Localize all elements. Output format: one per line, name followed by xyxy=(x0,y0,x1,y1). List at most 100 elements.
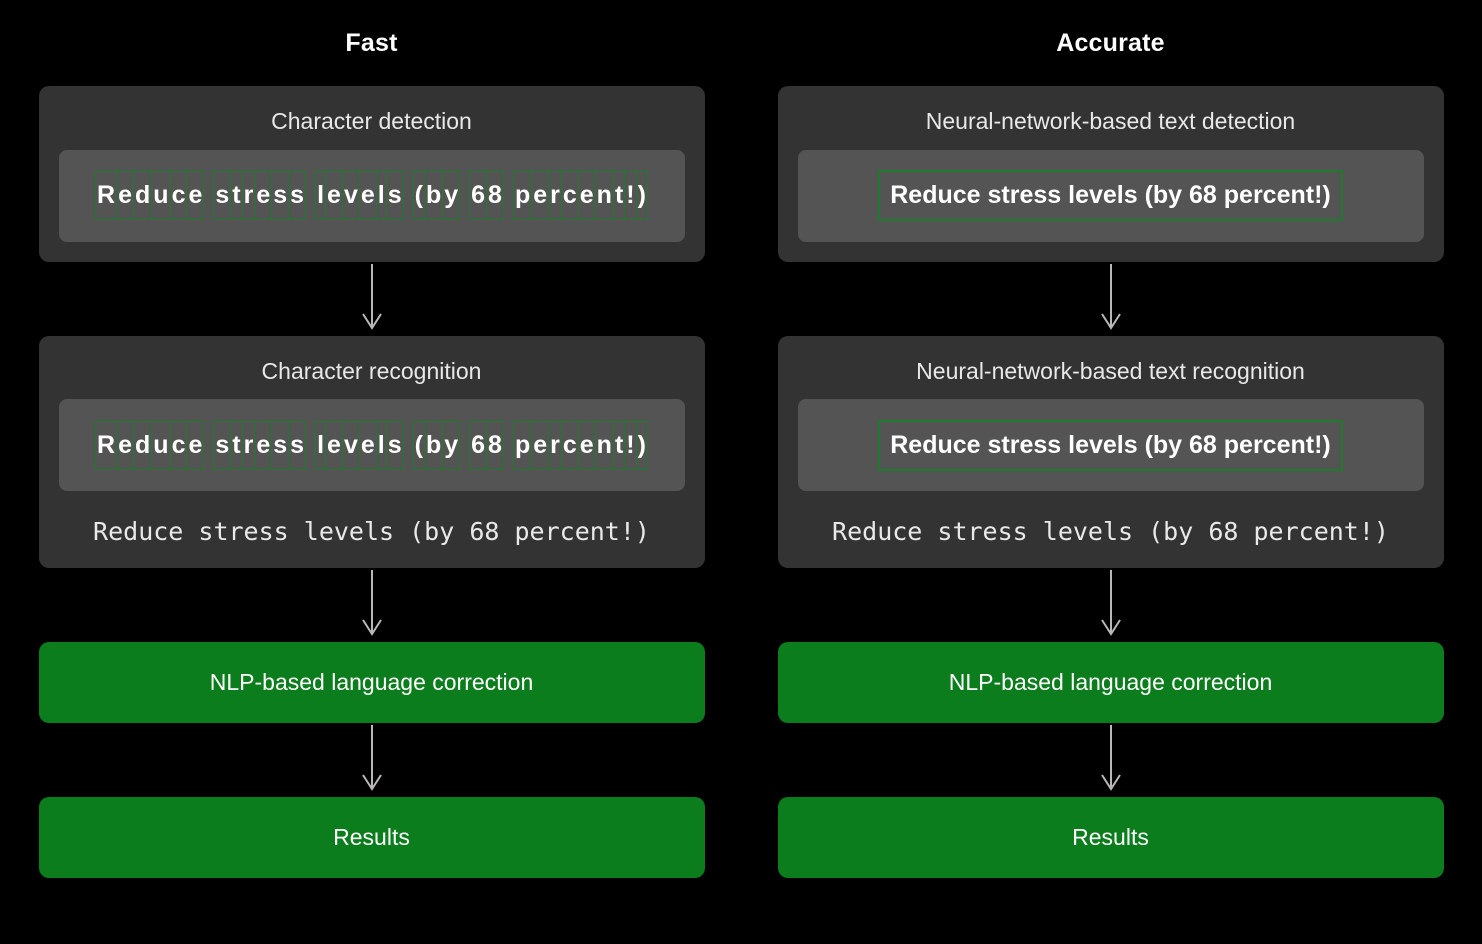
arrow-down-icon xyxy=(39,568,705,642)
character-box: u xyxy=(151,420,171,470)
character-box: e xyxy=(116,171,135,221)
pipeline-column-accurate: Accurate Neural-network-based text detec… xyxy=(777,0,1444,944)
word-gap xyxy=(204,184,213,208)
character-box: e xyxy=(325,420,343,470)
arrow-down-icon xyxy=(778,723,1444,797)
action-fast-results[interactable]: Results xyxy=(38,797,705,879)
character-box: v xyxy=(341,171,360,221)
card-accurate-recognition: Neural-network-based text recognition Re… xyxy=(777,335,1444,569)
character-box: 8 xyxy=(486,420,504,470)
column-title-fast: Fast xyxy=(345,28,398,57)
action-label: Results xyxy=(1072,824,1149,851)
character-box: r xyxy=(241,420,256,470)
ocr-overlay-accurate-detection: Reduce stress levels (by 68 percent!) xyxy=(878,170,1343,222)
card-title-accurate-recognition: Neural-network-based text recognition xyxy=(916,357,1305,384)
character-box: e xyxy=(186,171,205,221)
image-panel-accurate-detection: Reduce stress levels (by 68 percent!) xyxy=(797,149,1424,242)
card-title-fast-detection: Character detection xyxy=(271,108,472,134)
character-box: d xyxy=(133,171,153,221)
word-gap xyxy=(204,433,213,457)
character-box: c xyxy=(169,171,188,221)
character-box: ) xyxy=(635,420,648,470)
arrow-down-icon xyxy=(778,568,1444,642)
character-box: e xyxy=(531,420,550,470)
character-box: e xyxy=(358,420,377,470)
character-box: 8 xyxy=(486,171,504,221)
character-box: s xyxy=(213,420,232,470)
character-box: b xyxy=(423,420,444,470)
character-box: b xyxy=(423,171,444,221)
character-box: e xyxy=(116,420,135,470)
character-box: e xyxy=(325,171,343,221)
arrow-down-icon xyxy=(39,262,705,336)
word-gap xyxy=(404,184,413,208)
character-box: u xyxy=(151,171,171,221)
character-box: c xyxy=(560,171,579,221)
word-gap xyxy=(404,433,413,457)
character-box: s xyxy=(213,171,232,221)
word-gap xyxy=(460,184,469,208)
character-box: n xyxy=(594,420,614,470)
ocr-overlay-accurate-recognition: Reduce stress levels (by 68 percent!) xyxy=(878,419,1343,471)
character-box: R xyxy=(95,420,118,470)
character-box: 6 xyxy=(469,420,488,470)
character-box: p xyxy=(512,171,533,221)
character-box: y xyxy=(442,420,461,470)
character-box: r xyxy=(548,420,562,470)
card-title-fast-recognition: Character recognition xyxy=(261,357,482,384)
action-accurate-nlp-correction[interactable]: NLP-based language correction xyxy=(777,642,1444,724)
character-box: e xyxy=(531,171,550,221)
character-box: e xyxy=(254,171,273,221)
action-fast-nlp-correction[interactable]: NLP-based language correction xyxy=(38,642,705,724)
character-box: ) xyxy=(635,171,648,221)
action-accurate-results[interactable]: Results xyxy=(777,797,1444,879)
character-box: y xyxy=(442,171,461,221)
word-gap xyxy=(306,184,315,208)
character-box: s xyxy=(385,420,404,470)
image-panel-accurate-recognition: Reduce stress levels (by 68 percent!) xyxy=(797,399,1424,492)
character-box: s xyxy=(271,420,290,470)
character-box: c xyxy=(169,420,188,470)
action-label: NLP-based language correction xyxy=(948,669,1273,696)
character-box: 6 xyxy=(469,171,488,221)
word-gap xyxy=(504,433,513,457)
recognized-text-fast: Reduce stress levels (by 68 percent!) xyxy=(93,517,650,547)
character-box: p xyxy=(512,420,533,470)
word-gap xyxy=(460,433,469,457)
column-title-accurate: Accurate xyxy=(1056,28,1165,57)
card-accurate-detection: Neural-network-based text detection Redu… xyxy=(777,86,1444,262)
text-detection-box: Reduce stress levels (by 68 percent!) xyxy=(878,419,1343,471)
character-box: r xyxy=(241,171,256,221)
recognized-text-accurate: Reduce stress levels (by 68 percent!) xyxy=(832,517,1389,547)
character-box: e xyxy=(186,420,205,470)
action-label: NLP-based language correction xyxy=(209,669,534,696)
character-box: c xyxy=(560,420,579,470)
character-box: e xyxy=(254,420,273,470)
word-gap xyxy=(504,184,513,208)
character-box: s xyxy=(385,171,404,221)
arrow-down-icon xyxy=(39,723,705,797)
character-box: s xyxy=(271,171,290,221)
text-detection-box: Reduce stress levels (by 68 percent!) xyxy=(878,170,1343,222)
action-label: Results xyxy=(333,824,410,851)
card-title-accurate-detection: Neural-network-based text detection xyxy=(925,108,1296,134)
arrow-down-icon xyxy=(778,262,1444,336)
word-gap xyxy=(306,433,315,457)
character-box: s xyxy=(288,171,307,221)
character-box: v xyxy=(341,420,360,470)
